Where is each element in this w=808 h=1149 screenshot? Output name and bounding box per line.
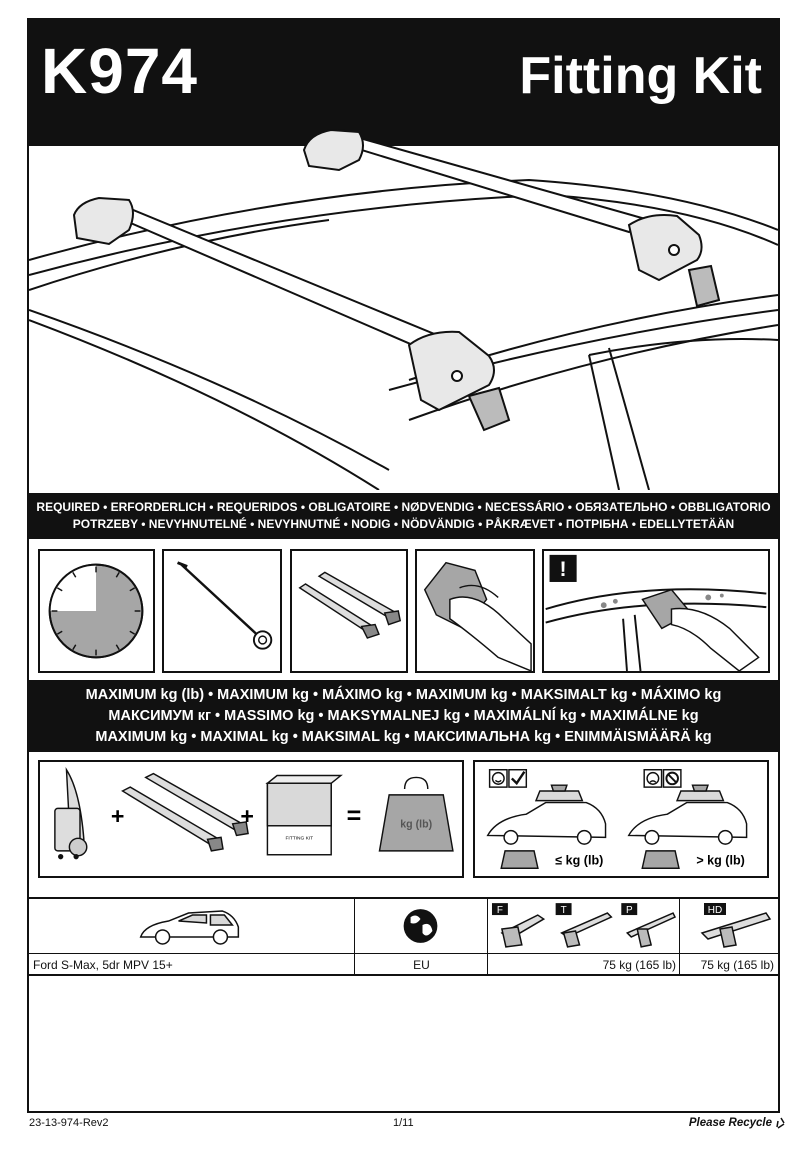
bar-type-t: T — [561, 905, 567, 916]
required-banner: REQUIRED • ERFORDERLICH • REQUERIDOS • O… — [29, 493, 778, 539]
bar-p-icon — [625, 912, 677, 948]
bar-type-f: F — [497, 905, 503, 916]
tool-cleaning-cloth — [415, 549, 535, 673]
luggage-icon — [54, 767, 88, 860]
load-equation-diagram: + + FITTING KIT = kg (lb) — [54, 767, 454, 860]
roof-bars-icon — [298, 571, 402, 639]
doc-id: 23-13-974-Rev2 — [29, 1117, 109, 1129]
load-ftp-value: 75 kg (165 lb) — [602, 958, 676, 972]
tool-roof-bars — [290, 549, 408, 673]
page-frame — [27, 18, 780, 1113]
clean-roof-warning-icon: ! — [545, 554, 767, 671]
required-line-1: REQUIRED • ERFORDERLICH • REQUERIDOS • O… — [36, 500, 771, 514]
kit-box-label: FITTING KIT — [285, 835, 313, 841]
region-value: EU — [413, 958, 430, 972]
small-weight-bad-icon — [641, 850, 680, 869]
vehicle-name: Ford S-Max, 5dr MPV 15+ — [33, 958, 173, 972]
car-roof-with-bars-icon — [29, 128, 778, 490]
load-compare-diagram: ≤ kg (lb) > kg (lb) — [486, 769, 748, 869]
bar-type-hd: HD — [708, 905, 722, 916]
bar-type-hd-icons: HD — [700, 903, 772, 948]
header-bar: K974 Fitting Kit — [27, 18, 780, 146]
bad-limit-label: > kg (lb) — [696, 853, 744, 867]
clock-icon — [48, 563, 144, 659]
fit-table: F T P HD — [29, 897, 778, 976]
load-equation-box: + + FITTING KIT = kg (lb) — [38, 760, 464, 878]
bar-hd-icon — [700, 912, 772, 948]
bar-types-hd-column: HD — [680, 899, 778, 976]
region-column — [355, 899, 488, 976]
globe-icon — [403, 909, 438, 943]
plus-sign-1: + — [111, 803, 125, 829]
equals-sign: = — [347, 802, 362, 830]
maximum-line-1: MAXIMUM kg (lb) • MAXIMUM kg • MÁXIMO kg… — [85, 687, 722, 703]
maximum-line-2: МАКСИМУМ кг • MASSIMO kg • MAKSYMALNEJ k… — [108, 708, 699, 724]
car-not-ok-icon — [627, 784, 748, 845]
bar-type-p: P — [626, 905, 633, 916]
not-ok-indicator — [643, 769, 682, 788]
small-weight-ok-icon — [500, 850, 539, 869]
vehicle-column — [29, 899, 355, 976]
bar-types-ftp-icons: F T P — [491, 903, 677, 948]
bars-icon — [121, 772, 249, 852]
weight-icon — [378, 776, 454, 852]
required-line-2: POTRZEBY • NEVYHNUTELNÉ • NEVYHNUTNÉ • N… — [72, 517, 735, 531]
hero-illustration — [29, 120, 778, 490]
recycle-text: Please Recycle — [688, 1117, 772, 1129]
tool-clean-roof: ! — [542, 549, 770, 673]
weight-label: kg (lb) — [400, 819, 432, 831]
tool-key-icon — [176, 561, 273, 650]
tool-clock — [38, 549, 155, 673]
maximum-line-3: MAXIMUM kg • MAXIMAL kg • MAKSIMAL kg • … — [95, 729, 712, 745]
tool-key — [162, 549, 282, 673]
page-title: Fitting Kit — [519, 47, 762, 105]
bar-t-icon — [560, 912, 613, 948]
bar-f-icon — [500, 914, 546, 948]
cleaning-cloth-icon — [423, 561, 532, 671]
table-divider — [29, 953, 778, 954]
page-number: 1/11 — [393, 1117, 414, 1129]
warning-mark: ! — [560, 557, 567, 581]
kit-code: K974 — [41, 35, 198, 107]
load-compare-box: ≤ kg (lb) > kg (lb) — [473, 760, 769, 878]
ok-limit-label: ≤ kg (lb) — [555, 853, 603, 867]
car-side-icon — [139, 910, 240, 945]
bar-types-ftp-column: F T P — [488, 899, 680, 976]
plus-sign-2: + — [240, 803, 254, 829]
maximum-banner: MAXIMUM kg (lb) • MAXIMUM kg • MÁXIMO kg… — [29, 680, 778, 752]
load-hd-value: 75 kg (165 lb) — [700, 958, 774, 972]
car-ok-icon — [486, 784, 607, 845]
recycle-icon — [776, 1117, 785, 1129]
ok-indicator — [488, 769, 528, 788]
kit-box-icon — [265, 774, 343, 856]
